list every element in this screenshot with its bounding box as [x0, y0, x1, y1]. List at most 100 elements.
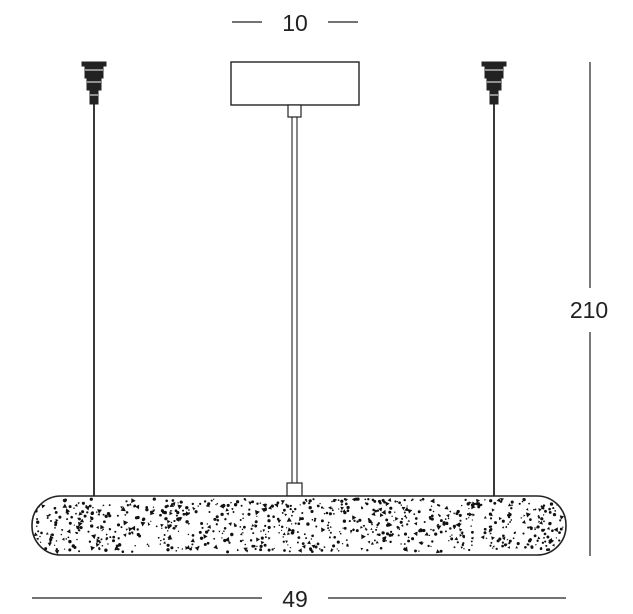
speckle	[560, 503, 563, 507]
speckle	[169, 511, 173, 516]
speckle	[310, 509, 314, 514]
speckle	[265, 505, 267, 507]
speckle	[403, 514, 407, 518]
canopy-width-label: 10	[282, 10, 308, 36]
speckle	[259, 501, 262, 504]
speckle	[239, 539, 243, 543]
speckle	[311, 534, 314, 538]
speckle	[108, 504, 111, 507]
speckle	[92, 506, 94, 509]
speckle	[500, 498, 504, 502]
speckle	[328, 506, 332, 510]
speckle	[101, 529, 103, 532]
speckle	[530, 527, 533, 531]
speckle	[256, 545, 258, 548]
speckle	[216, 519, 220, 522]
speckle	[250, 527, 253, 530]
speckle	[53, 506, 57, 510]
speckle	[417, 510, 421, 514]
speckle	[430, 528, 432, 531]
speckle	[54, 523, 57, 527]
speckle	[230, 532, 234, 537]
speckle	[242, 517, 244, 520]
speckle	[523, 514, 526, 517]
speckle	[146, 543, 149, 546]
speckle	[108, 528, 112, 531]
speckle	[490, 541, 493, 544]
speckle	[134, 516, 139, 520]
speckle	[307, 540, 311, 545]
speckle	[490, 514, 493, 517]
speckle	[241, 528, 244, 531]
speckle	[407, 509, 413, 514]
speckle	[278, 524, 281, 526]
speckle	[402, 546, 408, 552]
speckle	[321, 527, 326, 533]
speckle	[213, 498, 215, 500]
speckle	[167, 519, 171, 524]
speckle	[313, 519, 316, 522]
speckle	[267, 514, 270, 518]
speckle	[105, 537, 109, 540]
speckle	[267, 525, 271, 530]
speckle	[483, 531, 487, 535]
terrazzo-speckle-texture	[33, 497, 566, 555]
speckle	[205, 530, 209, 534]
speckle	[338, 508, 340, 510]
speckle	[400, 543, 402, 545]
speckle	[206, 523, 208, 525]
speckle	[262, 529, 266, 532]
speckle	[299, 504, 301, 506]
speckle	[60, 529, 64, 532]
speckle	[54, 510, 58, 514]
speckle	[228, 541, 231, 544]
speckle	[148, 545, 150, 548]
speckle	[236, 548, 240, 552]
speckle	[187, 533, 190, 536]
speckle	[446, 514, 450, 518]
speckle	[260, 540, 265, 545]
speckle	[428, 515, 432, 519]
speckle	[40, 531, 43, 535]
speckle	[524, 546, 527, 549]
speckle	[75, 512, 77, 515]
speckle	[502, 534, 505, 538]
speckle	[36, 537, 39, 541]
speckle	[301, 542, 305, 545]
speckle	[112, 539, 115, 543]
speckle	[71, 544, 76, 548]
speckle	[547, 548, 551, 551]
center-cord-connector	[286, 482, 303, 497]
speckle	[325, 511, 329, 515]
speckle	[521, 520, 526, 524]
speckle	[61, 537, 65, 541]
speckle	[49, 540, 52, 544]
speckle	[352, 515, 357, 520]
speckle	[385, 532, 390, 536]
speckle	[267, 531, 270, 533]
speckle	[341, 543, 344, 545]
speckle	[243, 525, 246, 529]
speckle	[442, 522, 446, 526]
speckle	[260, 536, 264, 540]
speckle	[281, 511, 284, 514]
speckle	[367, 517, 370, 521]
speckle	[216, 503, 219, 505]
speckle	[489, 528, 492, 532]
speckle	[401, 517, 404, 520]
speckle	[305, 500, 308, 503]
speckle	[489, 499, 493, 503]
speckle	[346, 509, 350, 513]
speckle	[203, 534, 208, 539]
speckle	[167, 535, 173, 540]
speckle	[342, 519, 347, 523]
speckle	[373, 539, 376, 542]
speckle	[501, 526, 505, 529]
speckle	[230, 507, 234, 511]
speckle	[177, 519, 180, 522]
speckle	[418, 550, 420, 552]
speckle	[39, 501, 42, 504]
speckle	[115, 544, 119, 548]
speckle	[343, 510, 347, 515]
speckle	[46, 514, 50, 518]
